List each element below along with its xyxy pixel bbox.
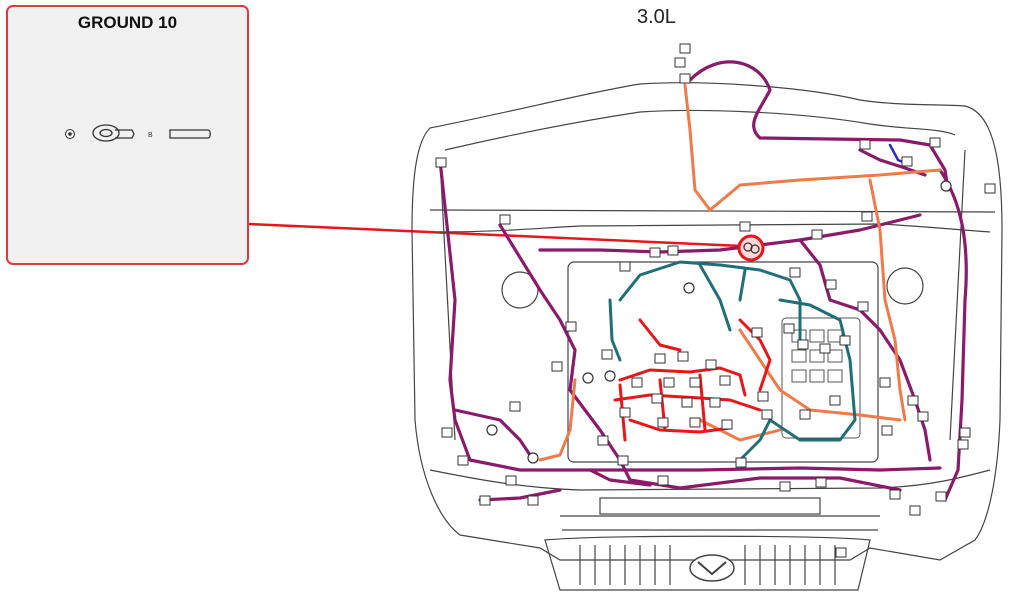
teal-harness (608, 260, 857, 462)
purple-harness (438, 60, 968, 502)
ground-terminal-icon (65, 129, 75, 139)
callout-leader-line (248, 222, 743, 248)
callout-title: GROUND 10 (77, 13, 178, 32)
orange-harness (538, 83, 942, 462)
ground-parts-illustration: B (65, 124, 211, 142)
ground-location-marker-icon (737, 234, 765, 262)
vehicle-logo-icon (689, 554, 735, 582)
red-harness (613, 318, 772, 442)
connectors (435, 43, 996, 558)
engine-variant-label: 3.0L (637, 6, 676, 28)
ground-callout-box: GROUND 10 B (6, 5, 249, 265)
ground-terminals (486, 180, 952, 464)
part-marker-label: B (148, 132, 153, 139)
vehicle-front-outline (411, 82, 1003, 561)
relay-box (781, 317, 861, 439)
front-grille (544, 535, 871, 591)
ground-bolt-icon (92, 124, 211, 142)
